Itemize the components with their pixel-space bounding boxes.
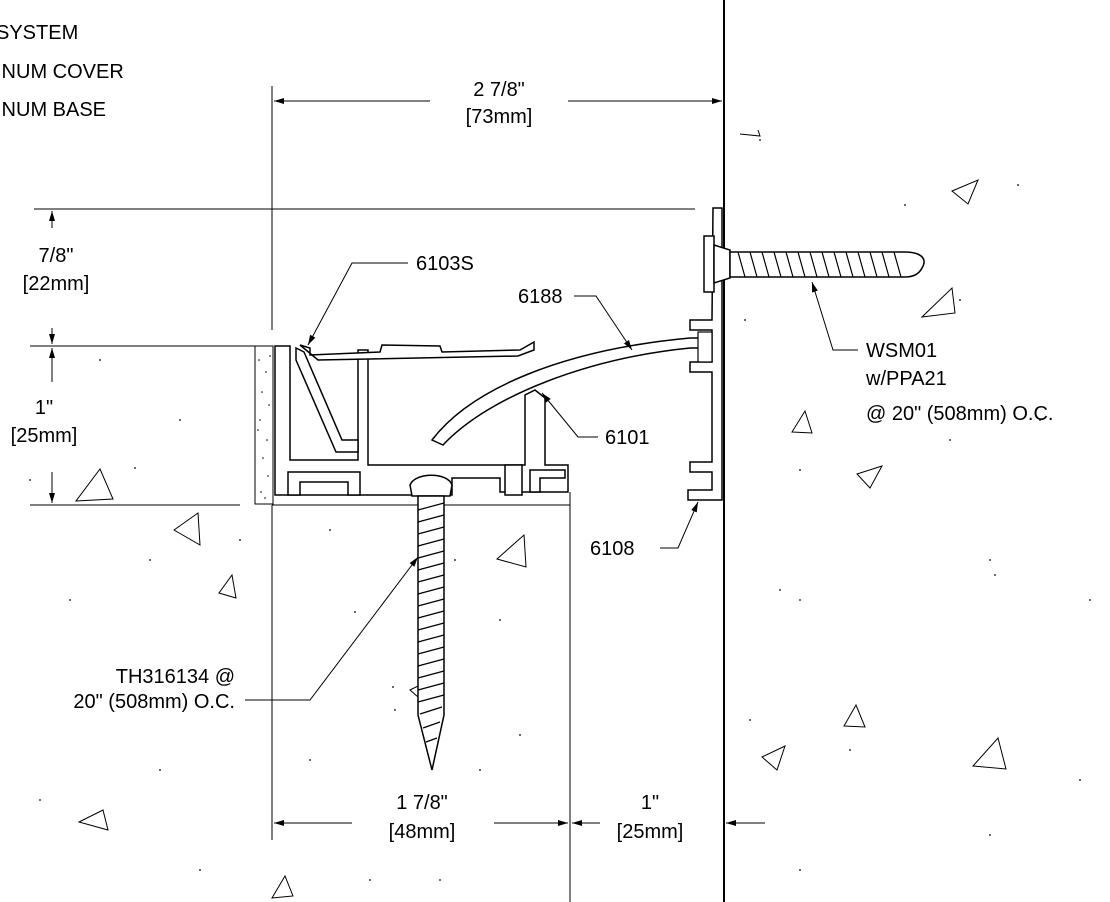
floor-anchor-screw	[409, 474, 453, 771]
dimension-lower-height: 1" [25mm]	[11, 348, 78, 503]
dim-bottom-right-mm: [25mm]	[617, 821, 684, 843]
callout-6101: 6101	[541, 392, 650, 449]
label-6108: 6108	[590, 538, 635, 560]
dimension-top-width: 2 7/8" [73mm]	[271, 79, 722, 330]
wall-anchor-screw	[703, 235, 925, 293]
callout-6188: 6188	[518, 286, 633, 351]
floor-substrate	[30, 345, 571, 902]
dim-lower-height-mm: [25mm]	[11, 425, 78, 447]
dim-bottom-right-inch: 1"	[641, 792, 659, 814]
label-wall-anchor-3: @ 20" (508mm) O.C.	[866, 403, 1053, 425]
dim-lower-height-inch: 1"	[35, 397, 53, 419]
concrete-aggregate-triangles	[74, 129, 1007, 899]
callout-floor-anchor: TH316134 @ 20" (508mm) O.C.	[73, 556, 419, 713]
title-line-1: SYSTEM	[0, 22, 78, 44]
label-wall-anchor-1: WSM01	[866, 340, 937, 362]
dim-top-width-mm: [73mm]	[466, 106, 533, 128]
label-6101: 6101	[605, 427, 650, 449]
label-6103s: 6103S	[416, 253, 474, 275]
dimension-bottom-left: 1 7/8" [48mm]	[274, 792, 568, 843]
label-floor-anchor-1: TH316134 @	[116, 666, 235, 688]
callout-6103s: 6103S	[307, 253, 474, 346]
dim-top-width-inch: 2 7/8"	[473, 79, 525, 101]
spring-clip-6103s	[295, 346, 359, 453]
dim-bottom-left-inch: 1 7/8"	[396, 792, 448, 814]
label-floor-anchor-2: 20" (508mm) O.C.	[73, 691, 235, 713]
dim-bottom-left-mm: [48mm]	[389, 821, 456, 843]
title-line-3: INUM BASE	[0, 99, 106, 121]
title-block: SYSTEM INUM COVER INUM BASE	[0, 22, 124, 121]
callout-wall-anchor: WSM01 w/PPA21 @ 20" (508mm) O.C.	[811, 281, 1053, 425]
aluminum-base-6101	[274, 345, 569, 496]
foam-filler	[254, 345, 274, 505]
dim-upper-height-mm: [22mm]	[23, 273, 90, 295]
concrete-hatch	[29, 139, 1091, 881]
dimension-upper-height: 7/8" [22mm]	[23, 208, 695, 344]
dim-upper-height-inch: 7/8"	[39, 245, 74, 267]
label-6188: 6188	[518, 286, 563, 308]
dimension-bottom-right: 1" [25mm]	[572, 792, 765, 843]
title-line-2: INUM COVER	[0, 61, 124, 83]
label-wall-anchor-2: w/PPA21	[865, 368, 947, 390]
callout-6108: 6108	[590, 501, 699, 560]
